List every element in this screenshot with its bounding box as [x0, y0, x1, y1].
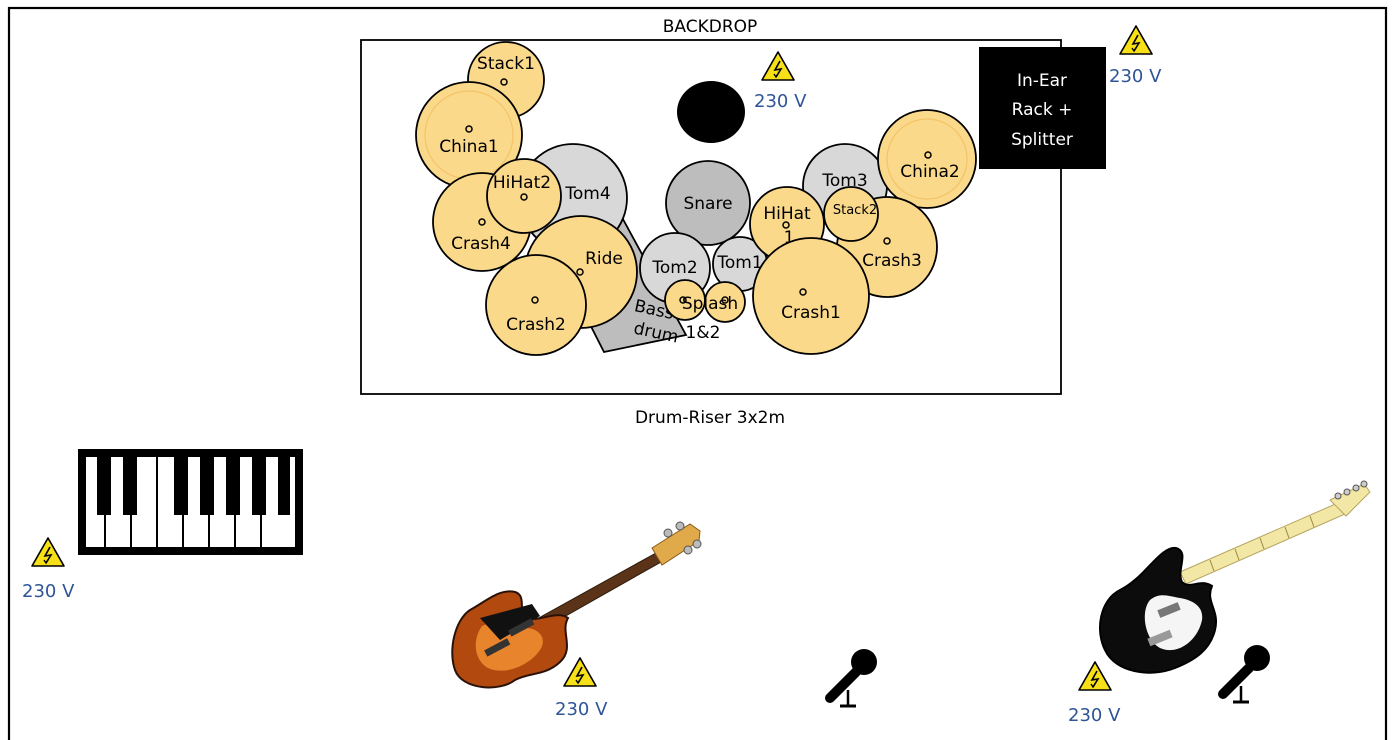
- china1-label: China1: [439, 137, 498, 157]
- tom2-label: Tom2: [651, 258, 697, 278]
- crash1-label: Crash1: [781, 303, 841, 323]
- hihat2-label: HiHat2: [493, 173, 551, 193]
- splash-sub-label: 1&2: [686, 323, 721, 343]
- ride-label: Ride: [585, 249, 623, 269]
- warning-icon: [31, 537, 65, 567]
- crash1-cymbal: Crash1: [752, 237, 870, 355]
- warning-icon: [1078, 661, 1112, 691]
- hihat1-label-2: 1: [784, 228, 795, 248]
- warning-icon: [1119, 25, 1153, 55]
- splash-cymbals: Splash 1&2: [664, 279, 746, 343]
- crash2-label: Crash2: [506, 315, 566, 335]
- power-keys-label: 230 V: [22, 581, 75, 602]
- tom1-label: Tom1: [716, 253, 762, 273]
- power-top-right-label: 230 V: [1109, 66, 1162, 87]
- snare-label: Snare: [683, 194, 732, 214]
- crash4-label: Crash4: [451, 234, 511, 254]
- tom1: Tom1: [712, 236, 768, 292]
- keyboard-icon: [78, 449, 303, 555]
- inear-line2: Rack +: [1012, 100, 1073, 120]
- hihat1-label-1: HiHat: [763, 204, 811, 224]
- crash3-label: Crash3: [862, 251, 922, 271]
- hihat2-cymbal: HiHat2: [486, 158, 562, 234]
- stack2-cymbal: Stack2: [823, 186, 879, 242]
- riser-label: Drum-Riser 3x2m: [635, 408, 785, 428]
- power-riser-label: 230 V: [754, 91, 807, 112]
- china1-cymbal: China1: [415, 81, 523, 189]
- bass-guitar-icon: [451, 521, 702, 689]
- microphone-icon: [830, 649, 877, 706]
- china2-label: China2: [900, 162, 959, 182]
- drum-riser: [360, 39, 1062, 395]
- tom3-label: Tom3: [821, 171, 867, 191]
- power-bass-label: 230 V: [555, 699, 608, 720]
- snare-drum: Snare: [665, 160, 751, 246]
- stage-frame: [7, 6, 1388, 740]
- stack1-label: Stack1: [477, 54, 535, 74]
- inear-line1: In-Ear: [1017, 71, 1067, 91]
- inear-line3: Splitter: [1011, 130, 1073, 150]
- inear-rack: In-Ear Rack + Splitter: [979, 47, 1106, 169]
- microphone-icon: [1223, 645, 1270, 702]
- power-guitar-label: 230 V: [1068, 705, 1121, 726]
- electric-guitar-icon: [1099, 480, 1371, 674]
- china2-cymbal: China2: [877, 109, 977, 209]
- tom4-label: Tom4: [564, 184, 610, 204]
- splash-label: Splash: [682, 294, 738, 314]
- warning-icon: [563, 657, 597, 687]
- stack2-label: Stack2: [833, 203, 877, 218]
- drum-throne: [677, 81, 745, 143]
- backdrop-label: BACKDROP: [663, 17, 758, 37]
- warning-icon: [761, 51, 795, 81]
- crash2-cymbal: Crash2: [485, 254, 587, 356]
